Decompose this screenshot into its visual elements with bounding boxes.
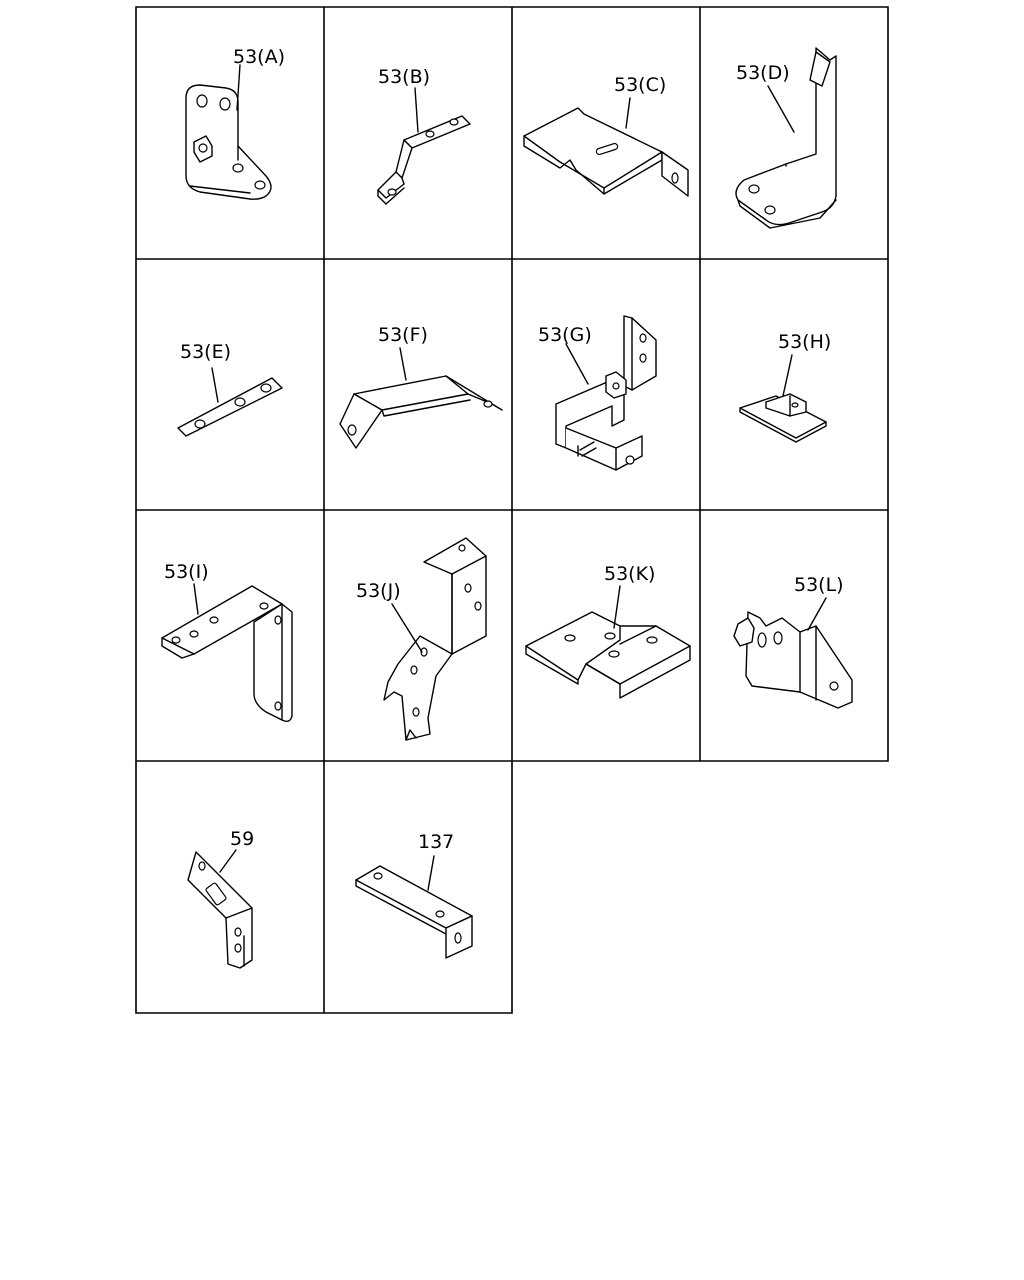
callout-53e: 53(E) xyxy=(180,341,231,363)
callout-53g: 53(G) xyxy=(538,324,592,346)
bracket-f-drawing xyxy=(339,375,503,449)
callout-53d: 53(D) xyxy=(736,62,790,84)
bracket-b-drawing xyxy=(377,115,471,205)
cell-53j: 53(J) xyxy=(356,537,487,741)
leader-59 xyxy=(219,849,237,873)
callout-137: 137 xyxy=(418,831,454,853)
leader-53d xyxy=(767,85,795,133)
callout-53h: 53(H) xyxy=(778,331,831,353)
bracket-h-drawing xyxy=(739,393,827,443)
cell-137: 137 xyxy=(355,831,473,959)
cell-53c: 53(C) xyxy=(523,74,689,197)
cell-53b: 53(B) xyxy=(377,66,471,205)
bracket-k-drawing xyxy=(525,611,691,699)
leader-53c xyxy=(625,97,631,129)
bracket-j-drawing xyxy=(383,537,487,741)
bracket-59-drawing xyxy=(187,851,253,969)
callout-53b: 53(B) xyxy=(378,66,430,88)
leader-53f xyxy=(399,347,407,381)
callout-53f: 53(F) xyxy=(378,324,428,346)
cell-59: 59 xyxy=(187,828,254,969)
leader-53e xyxy=(211,367,219,403)
cell-53k: 53(K) xyxy=(525,563,691,699)
bracket-d-drawing xyxy=(735,47,837,229)
leader-53l xyxy=(807,597,827,631)
leader-53h xyxy=(782,354,793,397)
cell-53i: 53(I) xyxy=(161,561,293,723)
callout-53j: 53(J) xyxy=(356,580,401,602)
bracket-e-drawing xyxy=(177,377,283,437)
bracket-c-drawing xyxy=(523,107,689,197)
cell-53f: 53(F) xyxy=(339,324,503,449)
leader-53a xyxy=(236,64,241,111)
cell-53g: 53(G) xyxy=(538,315,657,471)
leader-53j xyxy=(391,603,423,653)
leader-53g xyxy=(565,343,589,385)
leader-53k xyxy=(613,585,621,629)
cell-53h: 53(H) xyxy=(739,331,831,443)
callout-53c: 53(C) xyxy=(614,74,666,96)
cell-53e: 53(E) xyxy=(177,341,283,437)
cell-53d: 53(D) xyxy=(735,47,837,229)
callout-53a: 53(A) xyxy=(233,46,285,68)
cell-53l: 53(L) xyxy=(733,574,853,709)
cell-53a: 53(A) xyxy=(185,46,285,200)
leader-53b xyxy=(414,87,419,133)
bracket-i-drawing xyxy=(161,585,293,723)
leader-137 xyxy=(427,855,435,891)
bracket-l-drawing xyxy=(733,611,853,709)
callout-53i: 53(I) xyxy=(164,561,209,583)
leader-53i xyxy=(193,583,199,615)
callout-59: 59 xyxy=(230,828,254,850)
bracket-a-drawing xyxy=(185,84,272,200)
bracket-137-drawing xyxy=(355,865,473,959)
callout-53l: 53(L) xyxy=(794,574,844,596)
bracket-g-drawing xyxy=(555,315,657,471)
grid-frame xyxy=(135,6,889,1014)
callout-53k: 53(K) xyxy=(604,563,655,585)
